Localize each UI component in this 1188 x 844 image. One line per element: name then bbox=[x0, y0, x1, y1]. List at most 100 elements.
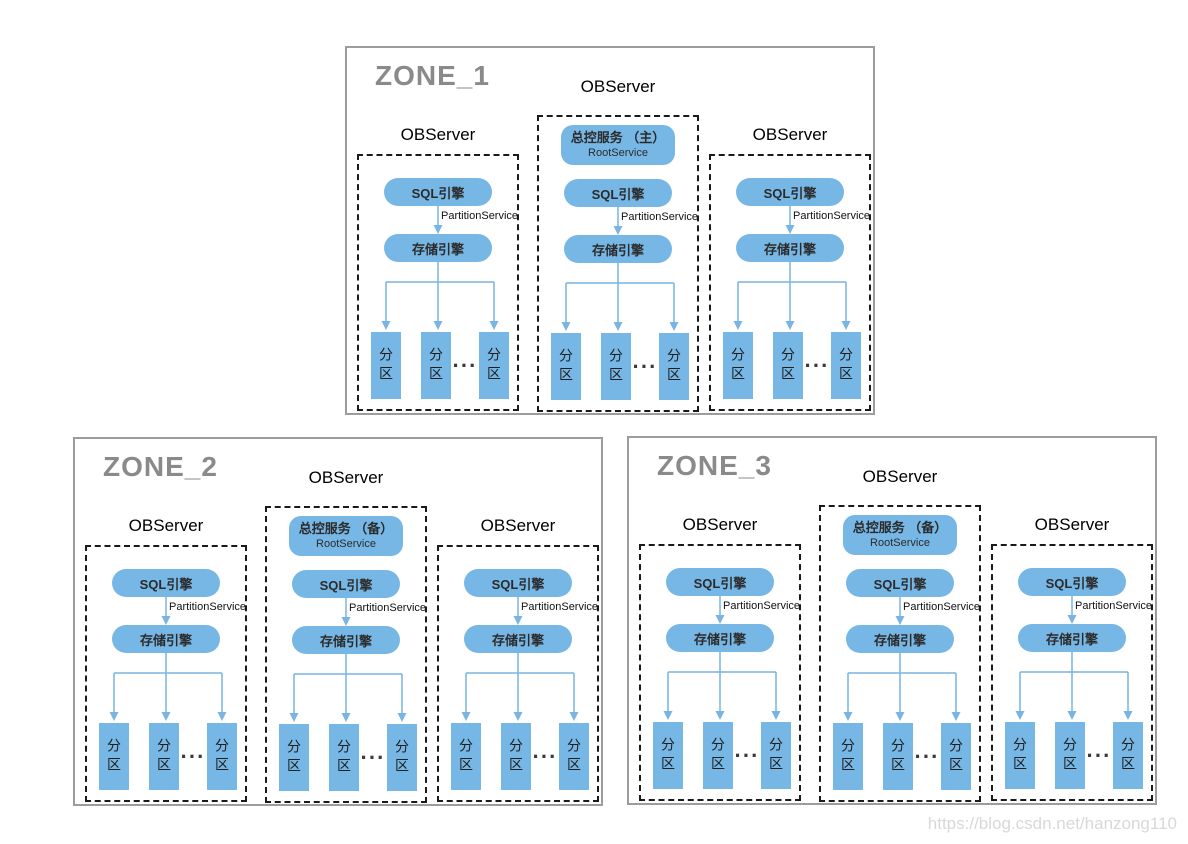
root-service-cn-label: 总控服务 （主） bbox=[570, 130, 666, 145]
sql-engine-box: SQL引擎 bbox=[666, 568, 774, 596]
down-arrow-icon bbox=[613, 207, 623, 235]
partition-box: 分区 bbox=[1055, 722, 1085, 789]
partition-service-connector: PartitionService bbox=[711, 206, 871, 234]
down-arrow-icon bbox=[895, 597, 905, 625]
observer-dashed-box: SQL引擎 PartitionService 存储引擎 分区 分区 ··· 分区 bbox=[991, 544, 1153, 801]
storage-engine-box: 存储引擎 bbox=[564, 235, 672, 263]
partition-box: 分区 bbox=[421, 332, 451, 399]
partition-box: 分区 bbox=[653, 722, 683, 789]
partition-box: 分区 bbox=[387, 724, 417, 791]
partition-box: 分区 bbox=[703, 722, 733, 789]
partition-box: 分区 bbox=[761, 722, 791, 789]
storage-engine-box: 存储引擎 bbox=[736, 234, 844, 262]
zone-3: ZONE_3 OBServer OBServer OBServer SQL引擎 … bbox=[627, 436, 1157, 805]
down-arrow-icon bbox=[513, 597, 523, 625]
zone-title: ZONE_1 bbox=[375, 60, 490, 91]
partition-box: 分区 bbox=[601, 333, 631, 400]
partition-box: 分区 bbox=[207, 723, 237, 790]
down-arrow-icon bbox=[715, 596, 725, 624]
partition-box: 分区 bbox=[831, 332, 861, 399]
storage-engine-box: 存储引擎 bbox=[292, 626, 400, 654]
partition-service-connector: PartitionService bbox=[87, 597, 246, 625]
root-service-cn-label: 总控服务 （备） bbox=[298, 521, 394, 536]
partition-box: 分区 bbox=[479, 332, 509, 399]
down-arrow-icon bbox=[161, 597, 171, 625]
ellipsis-dots: ··· bbox=[180, 743, 206, 769]
partition-box: 分区 bbox=[833, 723, 863, 790]
partition-box: 分区 bbox=[559, 723, 589, 790]
ellipsis-dots: ··· bbox=[914, 743, 940, 769]
observer-label: OBServer bbox=[682, 515, 758, 534]
sql-engine-box: SQL引擎 bbox=[112, 569, 220, 597]
observer-dashed-box: SQL引擎 PartitionService 存储引擎 分区 分区 ··· 分区 bbox=[85, 545, 247, 802]
observer-label: OBServer bbox=[480, 516, 556, 535]
partition-box: 分区 bbox=[551, 333, 581, 400]
down-arrow-icon bbox=[433, 206, 443, 234]
partition-fanout-arrows bbox=[663, 652, 781, 720]
partition-fanout-arrows bbox=[381, 262, 499, 330]
partition-service-label: PartitionService bbox=[1075, 600, 1153, 612]
storage-engine-box: 存储引擎 bbox=[384, 234, 492, 262]
partition-service-label: PartitionService bbox=[793, 210, 871, 222]
observer-label: OBServer bbox=[862, 467, 938, 486]
down-arrow-icon bbox=[1067, 596, 1077, 624]
partition-box: 分区 bbox=[1113, 722, 1143, 789]
down-arrow-icon bbox=[785, 206, 795, 234]
partitions-row: 分区 分区 ··· 分区 bbox=[267, 724, 425, 791]
observer-label: OBServer bbox=[400, 125, 476, 144]
partitions-row: 分区 分区 ··· 分区 bbox=[539, 333, 697, 400]
partition-box: 分区 bbox=[883, 723, 913, 790]
partition-box: 分区 bbox=[1005, 722, 1035, 789]
sql-engine-box: SQL引擎 bbox=[564, 179, 672, 207]
storage-engine-box: 存储引擎 bbox=[846, 625, 954, 653]
partition-box: 分区 bbox=[941, 723, 971, 790]
observer-label: OBServer bbox=[1034, 515, 1110, 534]
storage-engine-box: 存储引擎 bbox=[464, 625, 572, 653]
partition-service-label: PartitionService bbox=[621, 211, 699, 223]
observer-dashed-box: SQL引擎 PartitionService 存储引擎 分区 分区 ··· 分区 bbox=[709, 154, 871, 411]
zone-1: ZONE_1 OBServer OBServer OBServer SQL引擎 … bbox=[345, 46, 875, 415]
root-service-en-label: RootService bbox=[870, 537, 930, 549]
zone-title: ZONE_2 bbox=[103, 451, 218, 482]
partition-box: 分区 bbox=[99, 723, 129, 790]
partition-service-label: PartitionService bbox=[903, 601, 981, 613]
partition-fanout-arrows bbox=[461, 653, 579, 721]
observer-dashed-box: SQL引擎 PartitionService 存储引擎 分区 分区 ··· 分区 bbox=[357, 154, 519, 411]
partition-service-label: PartitionService bbox=[723, 600, 801, 612]
ellipsis-dots: ··· bbox=[632, 353, 658, 379]
partition-fanout-arrows bbox=[289, 654, 407, 722]
partitions-row: 分区 分区 ··· 分区 bbox=[641, 722, 799, 789]
partitions-row: 分区 分区 ··· 分区 bbox=[993, 722, 1151, 789]
observer-dashed-box: SQL引擎 PartitionService 存储引擎 分区 分区 ··· 分区 bbox=[639, 544, 801, 801]
root-service-en-label: RootService bbox=[316, 538, 376, 550]
zone-2: ZONE_2 OBServer OBServer OBServer SQL引擎 … bbox=[73, 437, 603, 806]
sql-engine-box: SQL引擎 bbox=[1018, 568, 1126, 596]
storage-engine-box: 存储引擎 bbox=[112, 625, 220, 653]
ellipsis-dots: ··· bbox=[804, 352, 830, 378]
partition-box: 分区 bbox=[773, 332, 803, 399]
sql-engine-box: SQL引擎 bbox=[464, 569, 572, 597]
root-service-en-label: RootService bbox=[588, 147, 648, 159]
partition-service-connector: PartitionService bbox=[359, 206, 519, 234]
partition-box: 分区 bbox=[501, 723, 531, 790]
partition-fanout-arrows bbox=[1015, 652, 1133, 720]
partitions-row: 分区 分区 ··· 分区 bbox=[711, 332, 869, 399]
partition-box: 分区 bbox=[371, 332, 401, 399]
partition-fanout-arrows bbox=[843, 653, 961, 721]
partition-box: 分区 bbox=[149, 723, 179, 790]
observer-label: OBServer bbox=[752, 125, 828, 144]
partition-service-connector: PartitionService bbox=[539, 207, 699, 235]
partition-box: 分区 bbox=[659, 333, 689, 400]
partition-box: 分区 bbox=[329, 724, 359, 791]
observer-label: OBServer bbox=[580, 77, 656, 96]
partition-service-connector: PartitionService bbox=[439, 597, 598, 625]
observer-label: OBServer bbox=[128, 516, 204, 535]
partition-service-connector: PartitionService bbox=[641, 596, 801, 624]
partition-service-label: PartitionService bbox=[441, 210, 519, 222]
partitions-row: 分区 分区 ··· 分区 bbox=[359, 332, 517, 399]
sql-engine-box: SQL引擎 bbox=[846, 569, 954, 597]
observer-dashed-box: 总控服务 （备） RootService SQL引擎 PartitionServ… bbox=[819, 505, 981, 802]
root-service-box: 总控服务 （主） RootService bbox=[561, 125, 675, 165]
partitions-row: 分区 分区 ··· 分区 bbox=[821, 723, 979, 790]
partition-fanout-arrows bbox=[733, 262, 851, 330]
